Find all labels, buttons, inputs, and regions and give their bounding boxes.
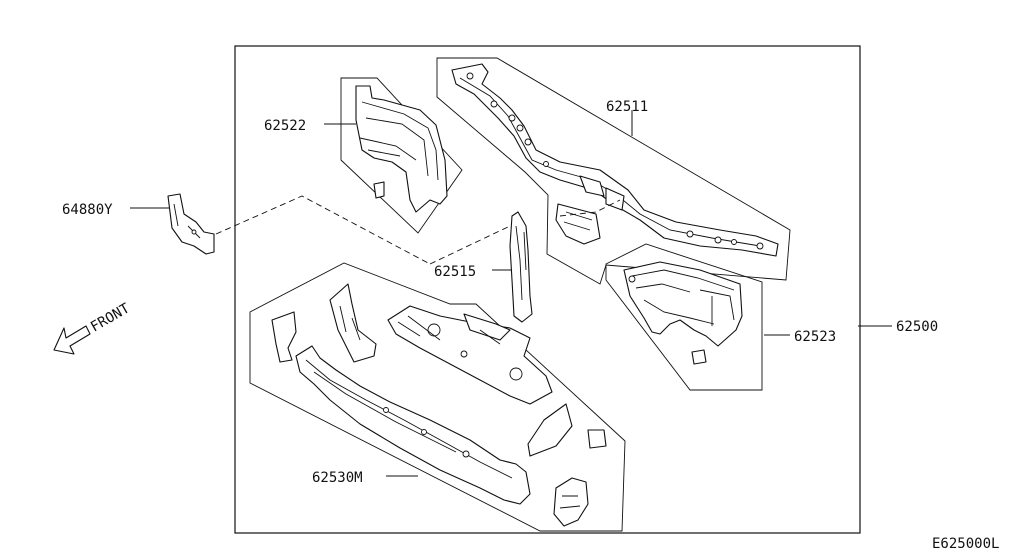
front-direction-indicator: FRONT [53, 300, 133, 355]
label-62523: 62523 [794, 329, 836, 345]
label-62511: 62511 [606, 99, 648, 115]
part-62515-shape[interactable] [509, 211, 533, 323]
part-group-62515 [509, 211, 533, 323]
part-62511-shape[interactable] [451, 63, 779, 257]
reference-line-1 [215, 195, 431, 265]
assembly-frame [234, 45, 861, 534]
part-64880Y-shape[interactable] [167, 193, 215, 255]
part-group-62522 [340, 77, 463, 234]
part-62530M-left-bracket[interactable] [271, 311, 297, 363]
part-group-62511 [436, 57, 791, 285]
part-group-62523 [605, 243, 763, 391]
reference-line-3 [559, 199, 621, 217]
label-62515: 62515 [434, 264, 476, 280]
front-arrow-icon [53, 325, 91, 355]
label-64880Y: 64880Y [62, 202, 113, 218]
label-62530M: 62530M [312, 470, 363, 486]
front-label: FRONT [88, 300, 133, 335]
part-62522-shape[interactable] [355, 85, 448, 213]
label-62500: 62500 [896, 319, 938, 335]
figure-code: E625000L [932, 536, 999, 552]
part-group-64880Y [167, 193, 215, 255]
part-group-62530M [249, 262, 626, 532]
reference-line-2 [429, 225, 511, 265]
label-62522: 62522 [264, 118, 306, 134]
